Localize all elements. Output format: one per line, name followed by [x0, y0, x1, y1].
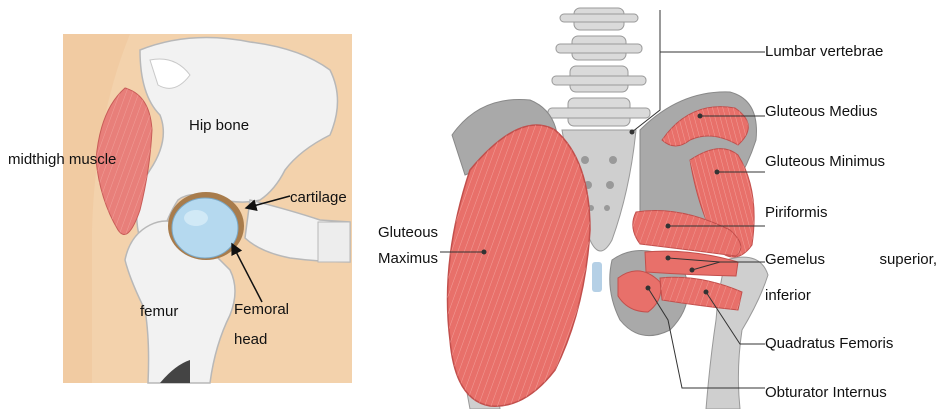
gluteus-minimus-label: Gluteous Minimus — [765, 153, 885, 171]
obturator-internus-label: Obturator Internus — [765, 384, 887, 402]
cartilage-label: cartilage — [290, 189, 347, 207]
gemelus-label-line1: Gemelus superior, — [765, 251, 937, 269]
hip-joint-illustration — [63, 34, 352, 383]
femur-label: femur — [140, 303, 178, 321]
midthigh-muscle-label: midthigh muscle — [8, 151, 116, 169]
leader-lumbar — [660, 10, 765, 52]
piriformis-label: Piriformis — [765, 204, 828, 222]
lumbar-vertebrae-label: Lumbar vertebrae — [765, 43, 883, 61]
femoral-head-label-line1: Femoral — [234, 301, 289, 319]
femoral-head-shape — [172, 198, 238, 258]
gluteus-maximus-label-line1: Gluteous — [378, 224, 438, 242]
hip-bone-label: Hip bone — [189, 117, 249, 135]
quadratus-femoris-label: Quadratus Femoris — [765, 335, 893, 353]
lumbar-spine — [548, 8, 650, 126]
gemelus-word2: superior, — [879, 251, 937, 269]
gluteus-medius-label: Gluteous Medius — [765, 103, 878, 121]
gluteal-illustration — [440, 8, 768, 409]
gemelus-word1: Gemelus — [765, 251, 825, 269]
femoral-head-label-line2: head — [234, 331, 267, 349]
gemelus-label-line2: inferior — [765, 287, 811, 305]
right-femur — [706, 257, 768, 409]
gluteus-maximus-label-line2: Maximus — [378, 250, 438, 268]
